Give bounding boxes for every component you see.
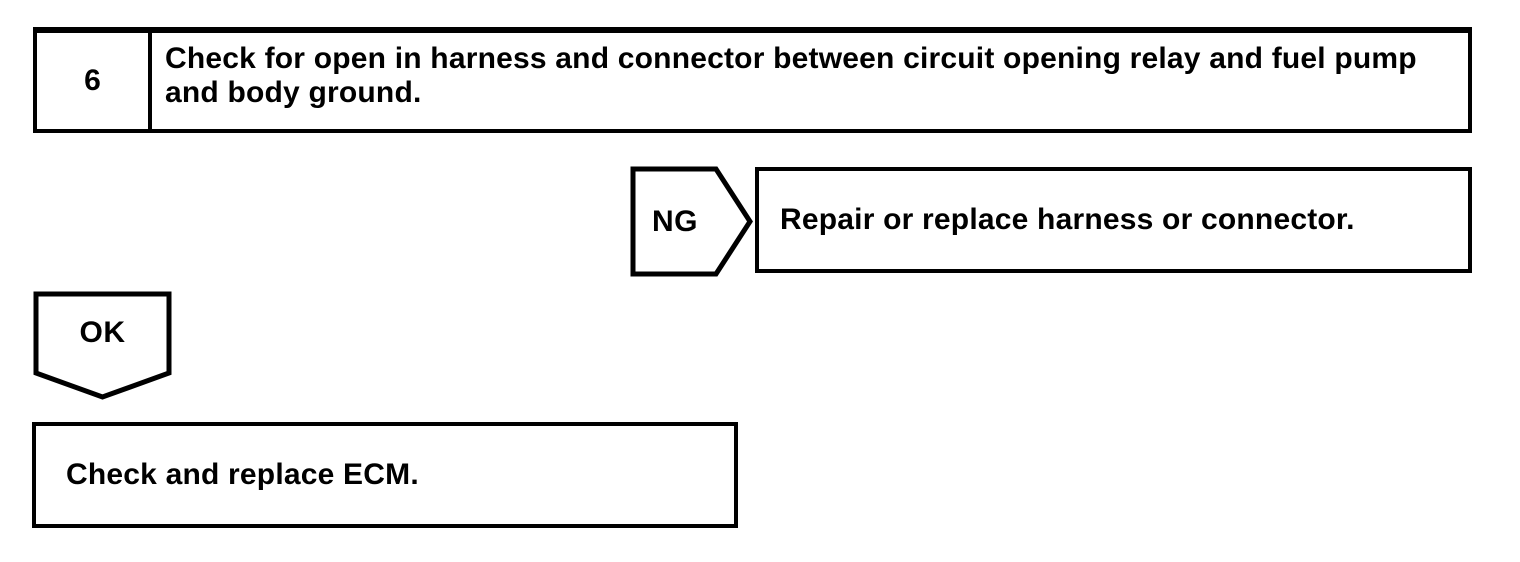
step-box: 6 Check for open in harness and connecto…	[33, 27, 1472, 133]
ng-action-box: Repair or replace harness or connector.	[755, 167, 1472, 273]
ng-label: NG	[652, 204, 698, 238]
ok-action-text: Check and replace ECM.	[66, 458, 419, 491]
ng-pentagon-right-icon	[630, 166, 753, 277]
ng-action-text: Repair or replace harness or connector.	[780, 203, 1355, 236]
ok-action-box: Check and replace ECM.	[32, 422, 738, 528]
step-description: Check for open in harness and connector …	[165, 42, 1417, 109]
ng-connector: NG	[630, 166, 754, 277]
ok-label: OK	[79, 316, 126, 349]
step-number: 6	[37, 33, 152, 129]
ok-connector: OK	[33, 291, 172, 401]
ok-pentagon-down-icon	[33, 291, 172, 400]
